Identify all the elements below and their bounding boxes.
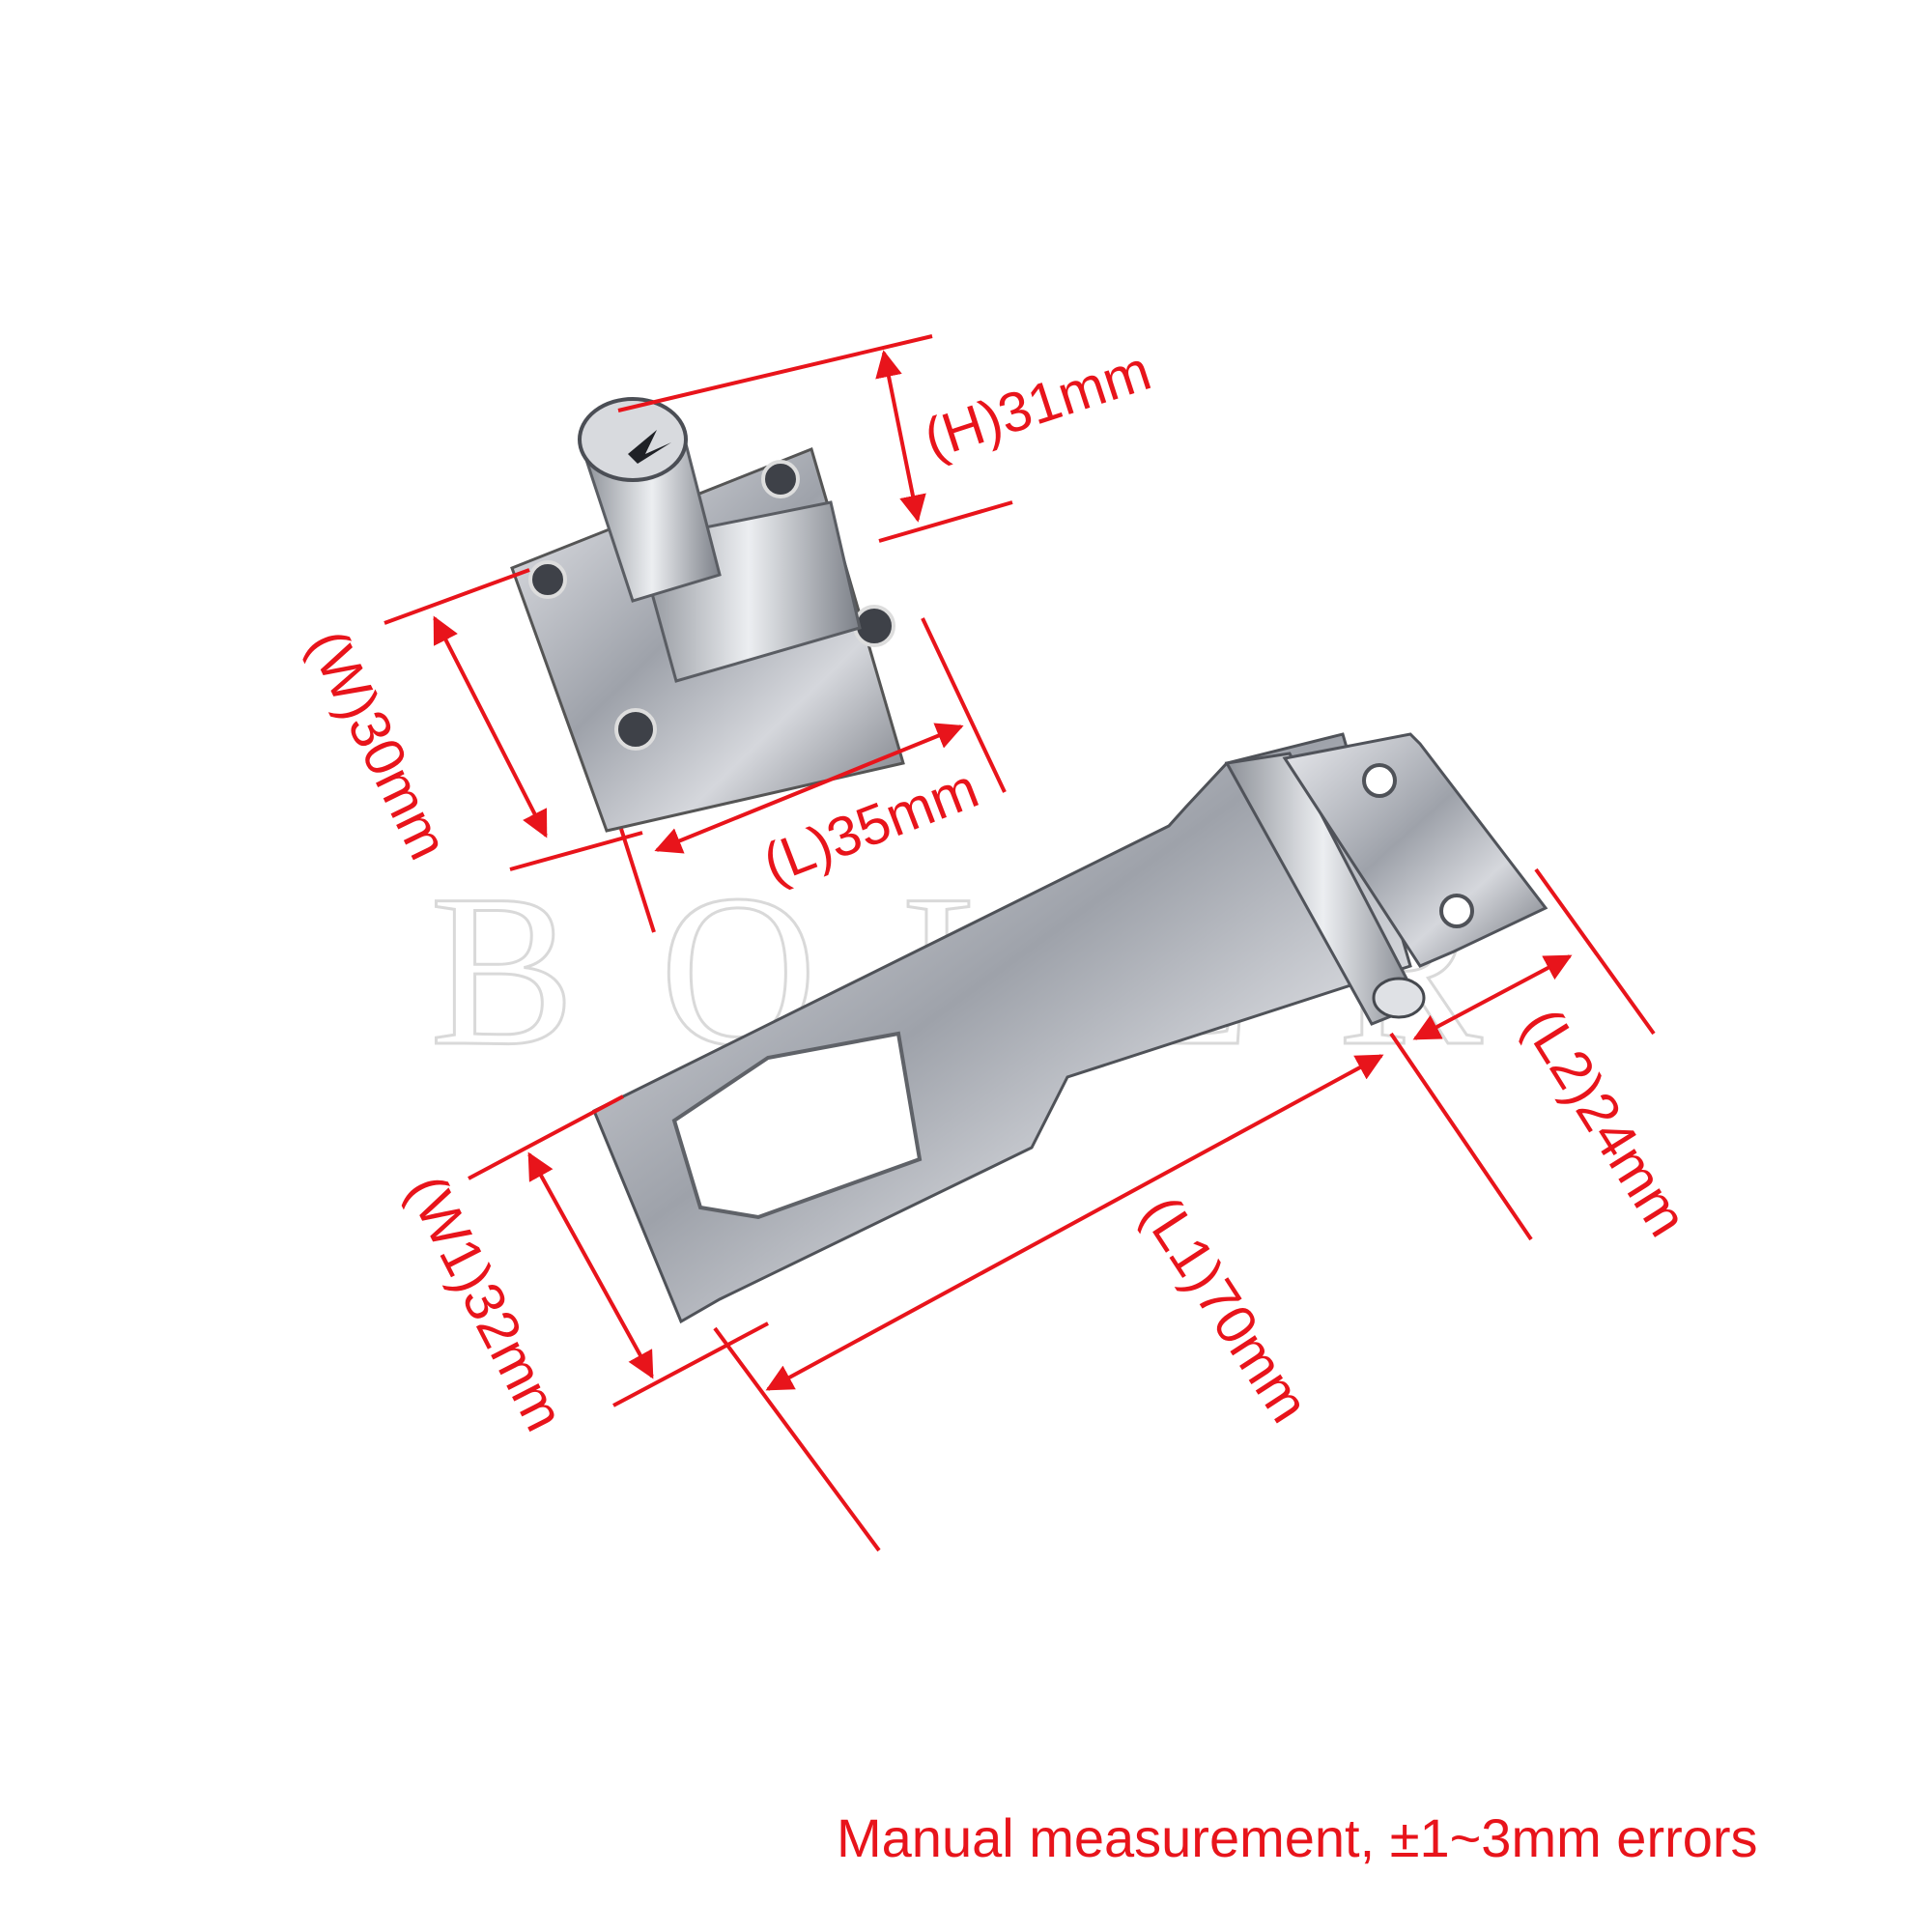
width1-label: (W1)32mm (394, 1165, 576, 1440)
extension-line (384, 568, 530, 625)
hinge-pin-screw (1372, 977, 1426, 1019)
dimension-line-width1 (527, 1151, 654, 1379)
width-label: (W)30mm (296, 620, 460, 868)
extension-line (713, 1326, 881, 1552)
extension-line (509, 831, 643, 871)
hinge-hole (1439, 894, 1474, 928)
hinge-hole (1362, 763, 1397, 798)
dimension-line-height (875, 350, 926, 523)
extension-line (612, 1321, 769, 1407)
dimension-line-width (433, 615, 548, 838)
screw-hole (614, 708, 657, 751)
extension-line (1389, 1032, 1533, 1241)
dimension-lines (384, 334, 1656, 1552)
screw-hole (528, 560, 567, 599)
extension-line (921, 617, 1007, 793)
dimension-line-length2 (1412, 954, 1573, 1040)
extension-line (619, 828, 656, 933)
extension-line (878, 500, 1013, 543)
length1-label: (L1)70mm (1129, 1185, 1321, 1434)
extension-line (1534, 867, 1656, 1036)
height-label: (H)31mm (917, 339, 1158, 470)
cam-lock (510, 397, 905, 833)
screw-hole (761, 460, 800, 498)
measurement-note: Manual measurement, ±1~3mm errors (837, 1807, 1758, 1868)
extension-line (468, 1094, 624, 1180)
dimension-line-length1 (765, 1054, 1384, 1391)
length2-label: (L2)24mm (1511, 997, 1699, 1247)
keyhole-icon (628, 430, 671, 464)
dimension-line-length (654, 723, 964, 854)
lock-cylinder-face (578, 397, 688, 482)
extension-line (617, 334, 933, 412)
